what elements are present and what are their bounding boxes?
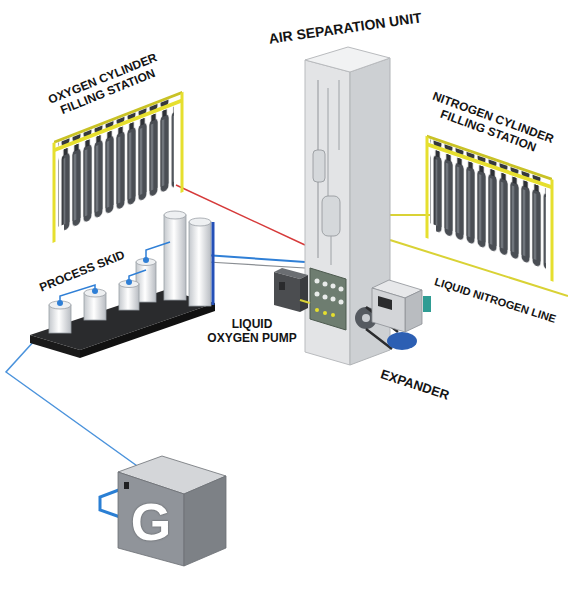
expander bbox=[355, 280, 431, 350]
housing-face bbox=[184, 476, 226, 566]
process-skid bbox=[30, 211, 215, 358]
line-label: LIQUID NITROGEN LINE bbox=[433, 275, 557, 325]
unit-label: AIR SEPARATION UNIT bbox=[267, 9, 422, 46]
oxygen-cylinder-rack bbox=[54, 92, 182, 242]
nitrogen-cylinder-rack bbox=[427, 136, 552, 281]
air-line bbox=[6, 340, 140, 468]
nitrogen-line bbox=[390, 214, 430, 216]
compressor-box: G bbox=[110, 440, 230, 570]
liquid-oxygen-pump bbox=[274, 268, 310, 312]
expander-label: EXPANDER bbox=[379, 367, 451, 403]
logo-letter: G bbox=[131, 496, 171, 548]
pump-label: LIQUID OXYGEN PUMP bbox=[206, 318, 298, 346]
return-line bbox=[208, 262, 305, 268]
housing-slot bbox=[124, 482, 129, 489]
housing-face bbox=[118, 472, 184, 566]
air-feed-line bbox=[205, 255, 305, 262]
control-panel bbox=[310, 268, 346, 330]
